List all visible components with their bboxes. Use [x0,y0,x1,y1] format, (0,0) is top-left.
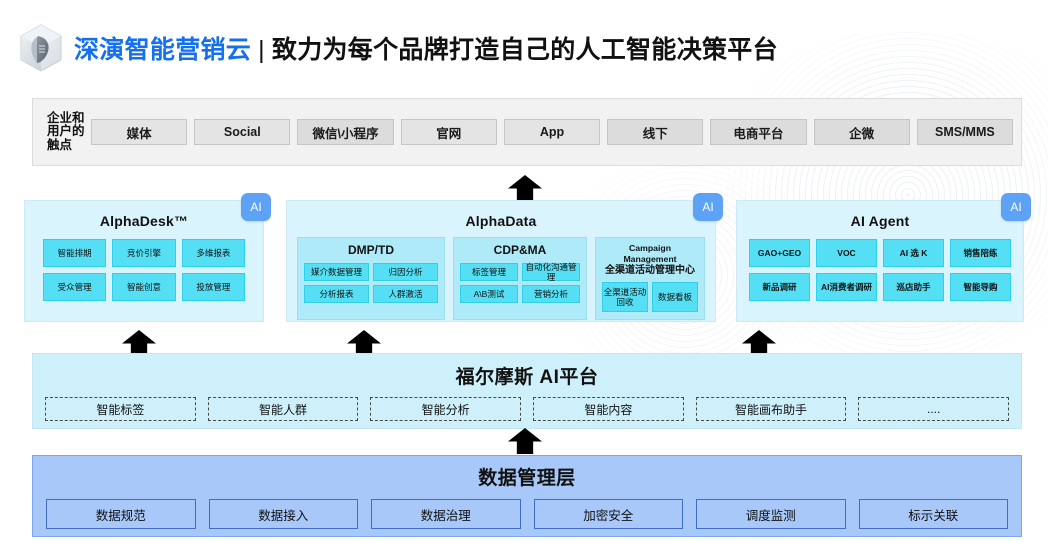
platform-capability-list: 智能标签 智能人群 智能分析 智能内容 智能画布助手 .... [33,389,1021,421]
touchpoints-list: 媒体 Social 微信\小程序 官网 App 线下 电商平台 企微 SMS/M… [85,119,1013,145]
datalayer-capability[interactable]: 标示关联 [858,499,1008,529]
product-tile[interactable]: 智能排期 [43,239,107,267]
title-separator: | [258,36,265,64]
panel-title: AlphaData [465,213,537,229]
alphadata-groups: DMP/TD 媒介数据管理 归因分析 分析报表 人群激活 CDP&MA 标签管理… [287,229,715,320]
product-tile[interactable]: 媒介数据管理 [304,263,369,281]
product-tile[interactable]: 营销分析 [522,285,580,303]
subcard-tiles: 标签管理 自动化沟通管理 A\B测试 营销分析 [460,262,580,303]
panel-title: AI Agent [850,213,910,229]
datalayer-capability[interactable]: 数据接入 [208,499,358,529]
subcard-title: CDP&MA [493,243,547,257]
datalayer-capability[interactable]: 数据规范 [46,499,196,529]
product-tile[interactable]: 人群激活 [373,285,438,303]
panel-title: AlphaDesk™ [99,213,189,229]
touchpoint-chip[interactable]: SMS/MMS [916,119,1013,145]
arrow-up-icon [508,428,542,454]
brand-name: 深演智能营销云 [74,36,252,64]
platform-capability[interactable]: 智能画布助手 [695,397,847,421]
subcard-title-en: Campaign Management [623,243,677,264]
product-tile[interactable]: 智能导购 [950,273,1011,301]
subcard-dmp-td[interactable]: DMP/TD 媒介数据管理 归因分析 分析报表 人群激活 [297,237,445,320]
subcard-campaign-management[interactable]: Campaign Management 全渠道活动管理中心 全渠道活动回收 数据… [595,237,705,320]
product-tile[interactable]: 智能创意 [112,273,176,301]
datalayer-capability[interactable]: 加密安全 [533,499,683,529]
product-tile[interactable]: 多维报表 [181,239,245,267]
product-tile[interactable]: 归因分析 [373,263,438,281]
product-tile[interactable]: AI消费者调研 [816,273,877,301]
product-tile[interactable]: 新品调研 [749,273,810,301]
subcard-title-cn: 全渠道活动管理中心 [605,265,695,276]
product-tile[interactable]: 标签管理 [460,263,518,281]
datalayer-capability-list: 数据规范 数据接入 数据治理 加密安全 调度监测 标示关联 [33,490,1021,529]
page-header: 深演智能营销云 | 致力为每个品牌打造自己的人工智能决策平台 [18,20,778,76]
platform-capability[interactable]: 智能分析 [370,397,522,421]
touchpoint-chip[interactable]: 媒体 [91,119,188,145]
panel-ai-agent[interactable]: AI AI Agent GAO+GEO VOC AI 选 K 销售陪练 新品调研… [736,193,1031,322]
product-layer: AI AlphaDesk™ 智能排期 竞价引擎 多维报表 受众管理 智能创意 投… [24,193,1031,322]
touchpoint-chip[interactable]: 微信\小程序 [297,119,394,145]
touchpoint-chip[interactable]: Social [194,119,291,145]
product-tile[interactable]: 全渠道活动回收 [602,282,648,312]
product-tile[interactable]: GAO+GEO [749,239,810,267]
platform-capability[interactable]: 智能人群 [207,397,359,421]
ai-agent-tiles: GAO+GEO VOC AI 选 K 销售陪练 新品调研 AI消费者调研 巡店助… [737,229,1023,301]
panel-alphadesk[interactable]: AI AlphaDesk™ 智能排期 竞价引擎 多维报表 受众管理 智能创意 投… [24,193,271,322]
touchpoints-band: 企业和用户的触点 媒体 Social 微信\小程序 官网 App 线下 电商平台… [32,98,1022,166]
product-tile[interactable]: VOC [816,239,877,267]
page-title: 深演智能营销云 | 致力为每个品牌打造自己的人工智能决策平台 [74,30,778,66]
panel-alphadata[interactable]: AI AlphaData DMP/TD 媒介数据管理 归因分析 分析报表 人群激… [286,193,723,322]
tagline: 致力为每个品牌打造自己的人工智能决策平台 [271,36,778,64]
ai-platform-layer[interactable]: 福尔摩斯 AI平台 智能标签 智能人群 智能分析 智能内容 智能画布助手 ...… [32,353,1022,429]
product-tile[interactable]: AI 选 K [883,239,944,267]
product-tile[interactable]: 数据看板 [652,282,698,312]
datalayer-capability[interactable]: 调度监测 [696,499,846,529]
datalayer-capability[interactable]: 数据治理 [371,499,521,529]
touchpoint-chip[interactable]: 线下 [607,119,704,145]
product-tile[interactable]: 销售陪练 [950,239,1011,267]
touchpoints-label: 企业和用户的触点 [47,110,85,152]
data-management-layer[interactable]: 数据管理层 数据规范 数据接入 数据治理 加密安全 调度监测 标示关联 [32,455,1022,537]
product-tile[interactable]: 投放管理 [181,273,245,301]
subcard-cdp-ma[interactable]: CDP&MA 标签管理 自动化沟通管理 A\B测试 营销分析 [453,237,587,320]
ai-badge: AI [1001,193,1031,221]
touchpoint-chip[interactable]: 电商平台 [710,119,807,145]
product-tile[interactable]: 分析报表 [304,285,369,303]
product-tile[interactable]: 自动化沟通管理 [522,262,580,282]
platform-capability-more[interactable]: .... [858,397,1010,421]
subcard-tiles: 全渠道活动回收 数据看板 [602,282,698,312]
arrow-up-icon [508,175,542,201]
touchpoint-chip[interactable]: 企微 [813,119,910,145]
datalayer-title: 数据管理层 [478,468,576,489]
touchpoint-chip[interactable]: 官网 [400,119,497,145]
subcard-title: Campaign Management 全渠道活动管理中心 [602,243,698,277]
platform-capability[interactable]: 智能标签 [45,397,196,421]
alphadesk-tiles: 智能排期 竞价引擎 多维报表 受众管理 智能创意 投放管理 [25,229,263,301]
product-tile[interactable]: 竞价引擎 [112,239,176,267]
subcard-title: DMP/TD [348,243,394,257]
ai-badge: AI [693,193,723,221]
hex-cube-logo-icon [18,23,64,73]
platform-title: 福尔摩斯 AI平台 [455,367,599,388]
platform-capability[interactable]: 智能内容 [533,397,684,421]
subcard-tiles: 媒介数据管理 归因分析 分析报表 人群激活 [304,263,438,303]
touchpoint-chip[interactable]: App [503,119,601,145]
product-tile[interactable]: A\B测试 [460,285,518,303]
product-tile[interactable]: 巡店助手 [883,273,944,301]
ai-badge: AI [241,193,271,221]
product-tile[interactable]: 受众管理 [43,273,107,301]
